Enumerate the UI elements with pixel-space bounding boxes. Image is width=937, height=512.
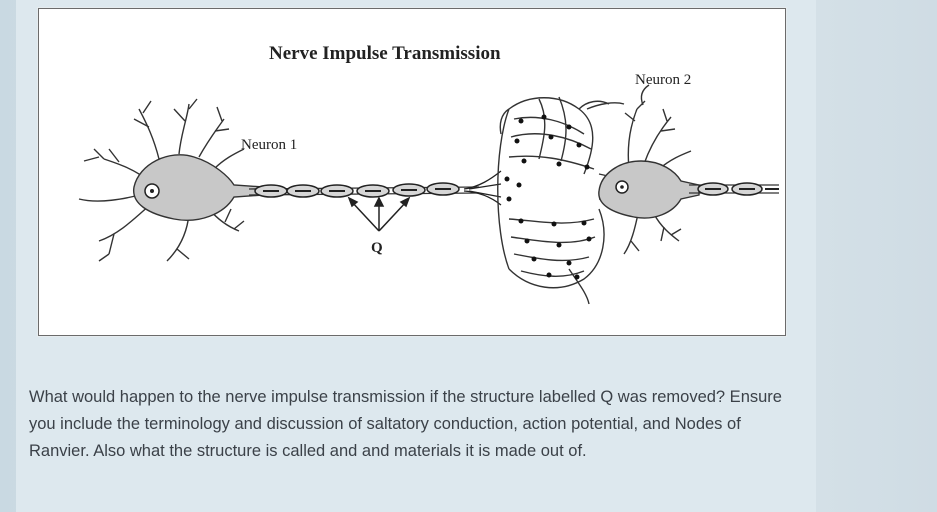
myelin-sheath-segments [254,182,460,198]
neuron-2-label: Neuron 2 [635,72,691,88]
neuron-2-cell-body [598,160,700,219]
synaptic-vesicles [504,114,592,280]
nerve-diagram-svg: Nerve Impulse Transmission Neuron 1 Neur… [78,43,779,305]
question-text: What would happen to the nerve impulse t… [29,388,782,460]
axon-terminals [463,170,502,206]
diagram-title: Nerve Impulse Transmission [269,43,501,64]
q-pointer-arrows [347,196,411,232]
q-label: Q [371,240,383,256]
neuron-2-dendrites [623,84,692,255]
diagram-figure: Nerve Impulse Transmission Neuron 1 Neur… [38,8,786,336]
page-background-strip [816,0,937,512]
neuron-1-label: Neuron 1 [241,137,297,153]
